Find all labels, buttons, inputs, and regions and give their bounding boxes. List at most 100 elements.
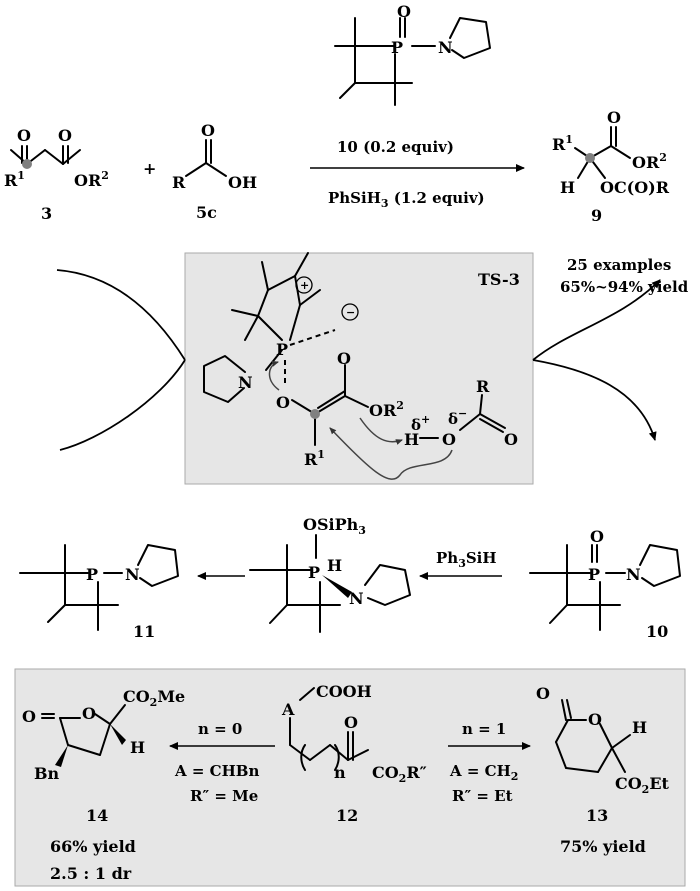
compound-9-label: 9 xyxy=(591,206,602,225)
acid-carbonyl-o: O xyxy=(201,121,215,140)
int-h: H xyxy=(327,556,342,575)
minus-charge-circle xyxy=(341,303,359,321)
ketoester-carbonyl-o: O xyxy=(17,126,31,145)
int-n: N xyxy=(349,589,364,608)
compound-12-label: 12 xyxy=(336,806,358,825)
ts-structure xyxy=(203,252,506,446)
cond-right-r: R″ = Et xyxy=(452,787,513,805)
lactone6-co2et: CO2Et xyxy=(615,774,670,796)
substrate-cooh: COOH xyxy=(316,682,372,701)
lactone-13 xyxy=(555,699,631,773)
delta-plus: δ+ xyxy=(411,413,430,434)
cond-left-n: n = 0 xyxy=(198,720,242,738)
examples-count: 25 examples xyxy=(567,256,671,274)
oxide-p: P xyxy=(588,565,600,584)
bottom-box xyxy=(14,668,686,887)
lactone5-dr: 2.5 : 1 dr xyxy=(50,864,132,883)
delta-minus: δ− xyxy=(448,407,467,428)
push-arrow-to-h xyxy=(359,417,403,445)
compound-3-label: 3 xyxy=(41,204,52,223)
ketoester-or2: OR2 xyxy=(74,169,109,190)
cond-right-n: n = 1 xyxy=(462,720,506,738)
acid-oh: OH xyxy=(228,173,257,192)
substrate-co2r: CO2R″ xyxy=(372,763,427,785)
plus-sign: + xyxy=(143,159,156,178)
cond-left-r: R″ = Me xyxy=(190,787,258,805)
ts-sp2-dot xyxy=(310,409,320,419)
lactone6-h: H xyxy=(632,718,647,737)
product-carbonyl-o: O xyxy=(607,108,621,127)
product-or2: OR2 xyxy=(632,151,667,172)
product-9 xyxy=(574,126,631,179)
lactone5-h: H xyxy=(130,738,145,757)
silane-reagent: Ph3SiH xyxy=(436,549,497,570)
ketoester-r1: R1 xyxy=(4,169,25,190)
lactone5-ring-o: O xyxy=(82,704,96,723)
compound-14-label: 14 xyxy=(86,806,108,825)
catalyst-o: O xyxy=(397,2,411,21)
catalyst-p: P xyxy=(391,38,403,57)
ts-acid-carbonyl-o: O xyxy=(504,430,518,449)
flow-curve-top-left xyxy=(56,269,186,361)
int-p: P xyxy=(308,563,320,582)
compound-5c-label: 5c xyxy=(196,203,217,222)
ketoester-ester-o: O xyxy=(58,126,72,145)
substrate-n: n xyxy=(334,763,346,782)
yield-range: 65%~94% yield xyxy=(560,278,689,296)
catalyst-n: N xyxy=(438,38,453,57)
ts-acid-o: O xyxy=(442,430,456,449)
compound-13-label: 13 xyxy=(586,806,608,825)
flow-curve-bottom-left xyxy=(59,359,186,451)
oxide-n: N xyxy=(626,565,641,584)
lactone5-yield: 66% yield xyxy=(50,837,136,856)
substrate-o: O xyxy=(344,713,358,732)
phosphine-11 xyxy=(19,544,179,631)
product-h: H xyxy=(560,178,575,197)
flow-curve-to-product xyxy=(532,279,661,361)
product-r1: R1 xyxy=(552,133,573,154)
lactone-14 xyxy=(41,704,126,767)
push-arrow-to-carbon xyxy=(329,427,453,480)
product-sp3-dot xyxy=(585,153,595,163)
flow-curve-to-oxide xyxy=(532,359,657,441)
ts-carbox-o: O xyxy=(337,349,351,368)
phosphine-p: P xyxy=(86,565,98,584)
product-ococr: OC(O)R xyxy=(600,178,670,197)
substrate-a: A xyxy=(281,700,295,719)
ts-n: N xyxy=(238,373,253,392)
lactone6-yield: 75% yield xyxy=(560,837,646,856)
lactone5-co2me: CO2Me xyxy=(123,687,185,709)
lactone5-carbonyl-o: O xyxy=(22,707,36,726)
oxide-o: O xyxy=(590,527,604,546)
cond-left-a: A = CHBn xyxy=(174,762,259,780)
compound-10-label: 10 xyxy=(646,622,668,641)
ts-enolate-o: O xyxy=(276,393,290,412)
ts-box xyxy=(184,252,534,485)
ts-acid-r: R xyxy=(476,377,490,396)
reagent-line2: PhSiH3 (1.2 equiv) xyxy=(328,189,485,210)
phosphorane-intermediate xyxy=(249,534,411,633)
catalyst-10-structure xyxy=(334,17,491,106)
ts-r1: R1 xyxy=(304,448,325,469)
lactone5-bn: Bn xyxy=(34,764,60,783)
ts-label: TS-3 xyxy=(478,270,520,289)
lactone6-carbonyl-o: O xyxy=(536,684,550,703)
compound-11-label: 11 xyxy=(133,622,155,641)
lactone6-ring-o: O xyxy=(588,710,602,729)
sp2-carbon-dot xyxy=(22,159,32,169)
phosphine-n: N xyxy=(125,565,140,584)
acid-5c xyxy=(185,139,227,177)
phosphine-oxide-10 xyxy=(529,544,681,631)
plus-charge: + xyxy=(300,279,309,292)
acid-r: R xyxy=(172,173,186,192)
substrate-12 xyxy=(289,687,369,771)
minus-charge: − xyxy=(346,306,355,319)
cond-right-a: A = CH2 xyxy=(449,762,518,783)
ts-p: P xyxy=(276,340,288,359)
ts-h: H xyxy=(404,430,419,449)
reagent-line1: 10 (0.2 equiv) xyxy=(337,138,454,156)
plus-charge-circle xyxy=(295,276,313,294)
int-osiph3: OSiPh3 xyxy=(303,515,366,537)
